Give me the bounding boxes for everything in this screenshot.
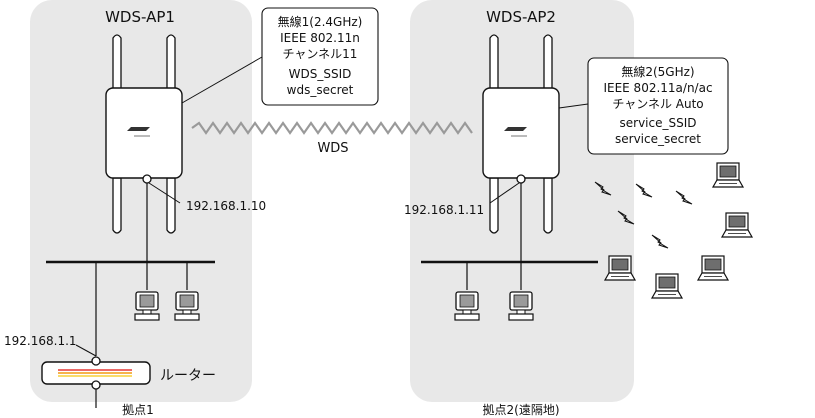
access-point-ap2 bbox=[482, 34, 560, 234]
callout2-line3: チャンネル Auto bbox=[612, 97, 703, 111]
site1-title: WDS-AP1 bbox=[105, 8, 175, 26]
wds-wireless-link bbox=[191, 121, 473, 135]
callout1-line2: IEEE 802.11n bbox=[280, 31, 360, 45]
callout2-key: service_secret bbox=[615, 132, 701, 146]
ap1-ip-address: 192.168.1.10 bbox=[186, 199, 266, 213]
router-label: ルーター bbox=[160, 368, 216, 384]
access-point-ap1 bbox=[105, 34, 183, 234]
callout2-ssid: service_SSID bbox=[620, 116, 697, 130]
ap2-ip-address: 192.168.1.11 bbox=[404, 203, 484, 217]
wireless-laptop-3 bbox=[604, 255, 636, 281]
router bbox=[41, 356, 151, 390]
callout1-ssid: WDS_SSID bbox=[289, 67, 352, 81]
site2-title: WDS-AP2 bbox=[486, 8, 556, 26]
site1-lan bbox=[46, 183, 215, 408]
wireless-laptop-4 bbox=[697, 255, 729, 281]
callout2-line1: 無線2(5GHz) bbox=[621, 64, 694, 79]
callout1-key: wds_secret bbox=[287, 83, 354, 97]
router-ip-address: 192.168.1.1 bbox=[4, 334, 77, 348]
wireless-laptop-2 bbox=[721, 212, 753, 238]
wds-label: WDS bbox=[317, 141, 348, 156]
site1-pc-2 bbox=[174, 291, 200, 321]
site2-pc-1 bbox=[454, 291, 480, 321]
site2-lan bbox=[421, 183, 598, 290]
wireless-laptop-1 bbox=[712, 162, 744, 188]
site2-label: 拠点2(遠隔地) bbox=[483, 403, 560, 417]
site1-pc-1 bbox=[134, 291, 160, 321]
site1-label: 拠点1 bbox=[122, 403, 154, 417]
wireless-laptop-5 bbox=[651, 273, 683, 299]
callout1-line1: 無線1(2.4GHz) bbox=[278, 14, 363, 29]
callout2-line2: IEEE 802.11a/n/ac bbox=[603, 81, 712, 95]
site2-pc-2 bbox=[508, 291, 534, 321]
callout1-line3: チャンネル11 bbox=[283, 47, 358, 61]
callout-wireless1: 無線1(2.4GHz) IEEE 802.11n チャンネル11 WDS_SSI… bbox=[181, 7, 379, 106]
callout-wireless2: 無線2(5GHz) IEEE 802.11a/n/ac チャンネル Auto s… bbox=[558, 57, 729, 155]
